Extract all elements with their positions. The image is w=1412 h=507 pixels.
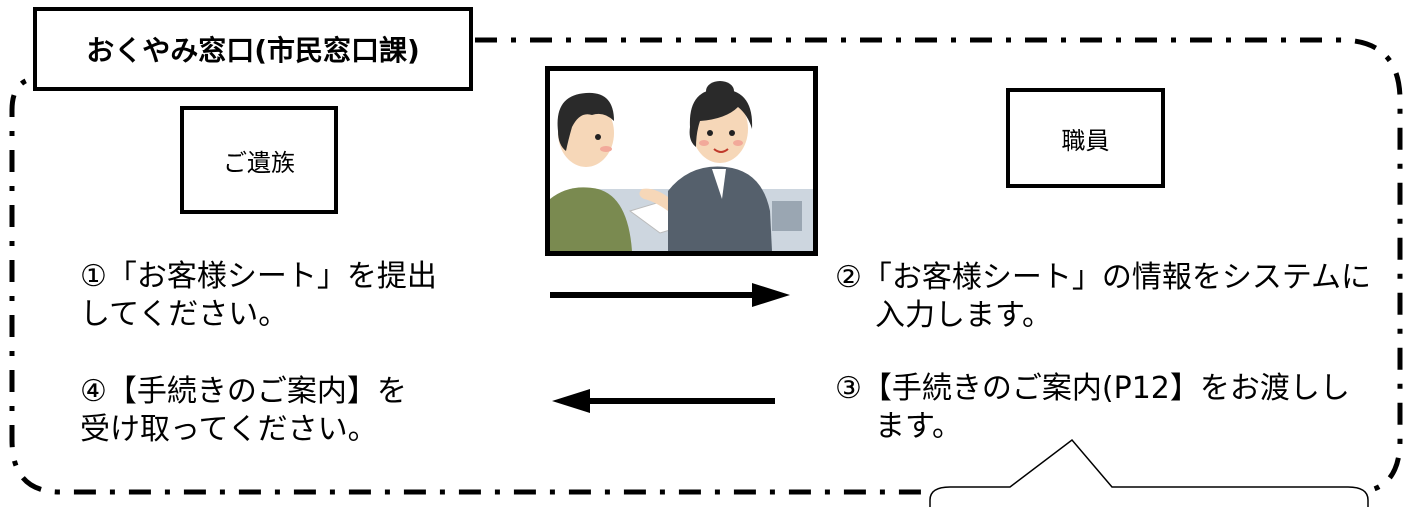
step-4-line-1: ④【手続きのご案内】を [80,374,407,409]
title-text: おくやみ窓口(市民窓口課) [86,34,420,67]
step-1-text: ①「お客様シート」を提出 してください。 [80,258,437,334]
step-2-line-2: 入力します。 [875,298,1052,333]
counter-illustration [545,66,818,256]
step-2-text: ②「お客様シート」の情報をシステムに 入力します。 [835,259,1371,335]
step-4-line-2: 受け取ってください。 [80,412,378,447]
step-2-line-1: ②「お客様シート」の情報をシステムに [835,260,1371,295]
step-1-line-1: ①「お客様シート」を提出 [80,259,437,294]
step-4-text: ④【手続きのご案内】を 受け取ってください。 [80,373,407,449]
step-3-line-2: ます。 [875,409,962,444]
staff-label: 職員 [1061,126,1110,155]
family-label-box: ご遺族 [180,106,338,214]
page-title: おくやみ窓口(市民窓口課) [33,7,473,91]
step-1-line-2: してください。 [80,297,289,332]
family-label: ご遺族 [223,148,295,177]
step-3-text: ③【手続きのご案内(P12】をお渡しし ます。 [835,370,1350,446]
step-3-line-1: ③【手続きのご案内(P12】をお渡しし [835,371,1350,406]
counter-scene-image [550,81,813,251]
staff-label-box: 職員 [1006,88,1165,188]
